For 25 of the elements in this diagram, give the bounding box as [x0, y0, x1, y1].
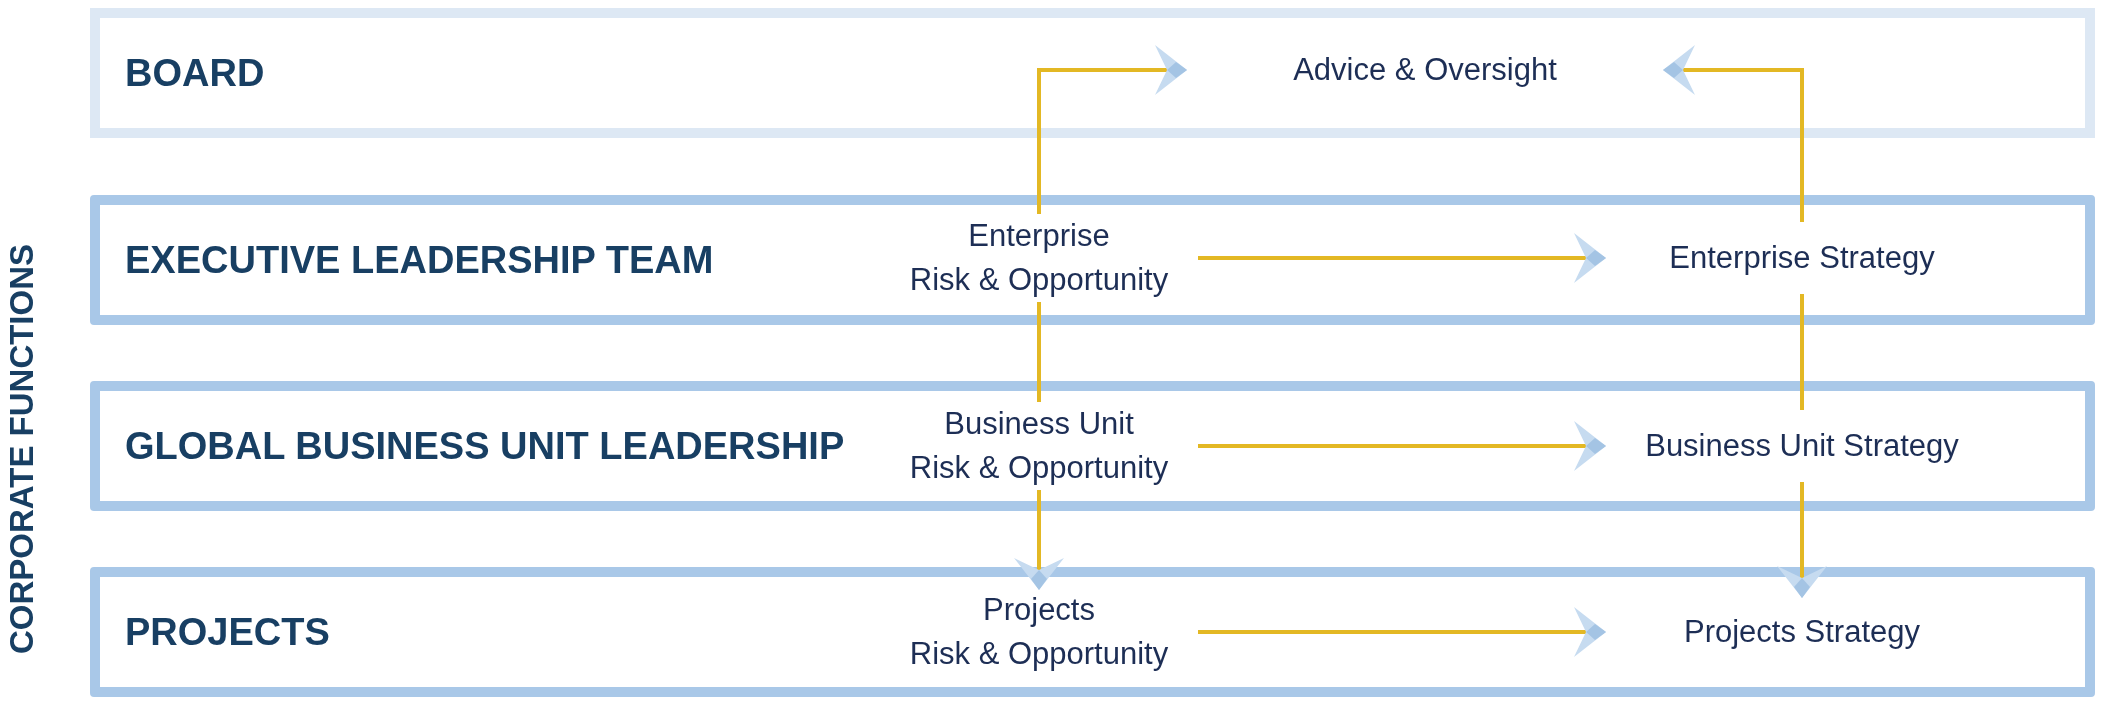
level-band — [90, 195, 2095, 325]
level-band — [90, 567, 2095, 697]
arrow — [1198, 607, 1606, 657]
arrow — [1777, 482, 1827, 598]
level-heading: EXECUTIVE LEADERSHIP TEAM — [125, 238, 714, 282]
arrow — [1663, 45, 1804, 222]
level-heading: GLOBAL BUSINESS UNIT LEADERSHIP — [125, 424, 845, 468]
level-band — [90, 381, 2095, 511]
process-text: Projects Strategy — [1683, 613, 1920, 651]
arrow — [1198, 233, 1606, 283]
process-text: Business Unit Risk & Opportunity — [909, 405, 1169, 487]
arrow — [1037, 45, 1187, 214]
connector-line — [1800, 294, 1804, 410]
process-text: Enterprise Risk & Opportunity — [909, 217, 1169, 299]
level-heading: PROJECTS — [125, 610, 330, 654]
arrow — [1014, 490, 1064, 590]
process-text: Advice & Oversight — [1293, 51, 1557, 89]
process-text: Projects Risk & Opportunity — [909, 591, 1169, 673]
level-band — [90, 8, 2095, 138]
level-heading: BOARD — [125, 51, 265, 95]
arrow — [1198, 421, 1606, 471]
process-text: Enterprise Strategy — [1669, 239, 1935, 277]
process-text: Business Unit Strategy — [1645, 427, 1959, 465]
side-label: CORPORATE FUNCTIONS — [2, 242, 41, 657]
connector-line — [1037, 302, 1041, 402]
